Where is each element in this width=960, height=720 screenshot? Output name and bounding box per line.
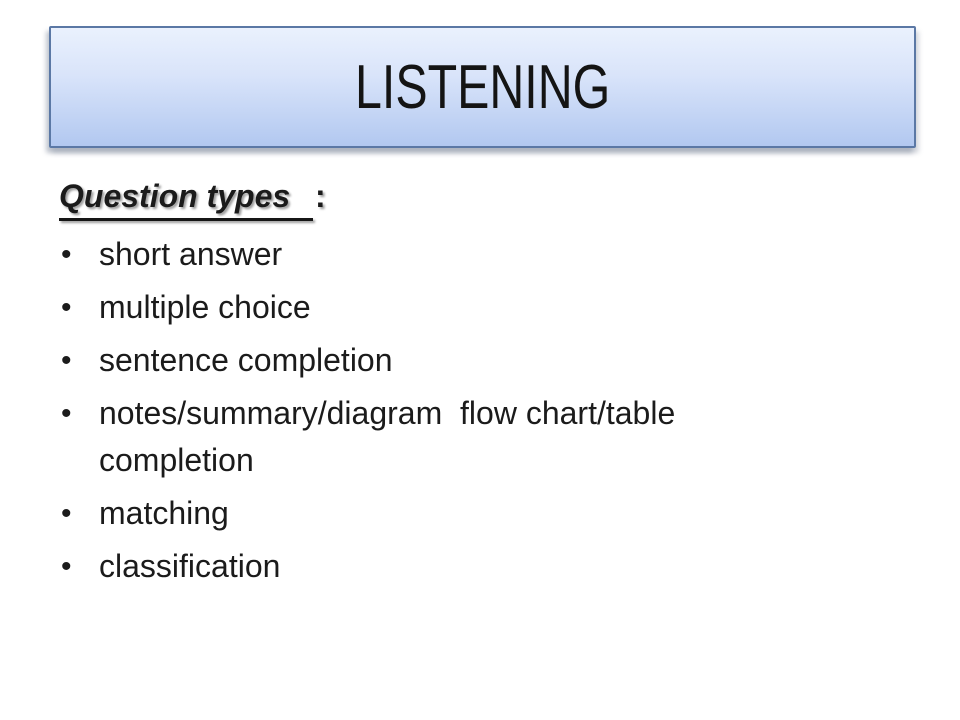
bullet-icon: • (61, 291, 72, 324)
list-item: • classification (59, 543, 930, 590)
title-banner: LISTENING (49, 26, 916, 148)
question-types-list: • short answer • multiple choice • sente… (59, 231, 930, 590)
slide-title: LISTENING (354, 52, 611, 122)
section-heading-separator: : (315, 178, 326, 214)
list-item-text: notes/summary/diagram flow chart/table c… (99, 390, 930, 484)
list-item: • short answer (59, 231, 930, 278)
section-heading-text: Question types (59, 176, 314, 221)
list-item-line: multiple choice (99, 289, 311, 325)
section-heading: Question types : (59, 176, 930, 221)
list-item: • sentence completion (59, 337, 930, 384)
slide-body: Question types : • short answer • multip… (59, 176, 930, 596)
list-item-line: sentence completion (99, 342, 393, 378)
list-item-line: short answer (99, 236, 283, 272)
list-item-line: completion (99, 442, 254, 478)
list-item-text: short answer (99, 231, 930, 278)
list-item: • matching (59, 490, 930, 537)
bullet-icon: • (61, 550, 72, 583)
list-item: • multiple choice (59, 284, 930, 331)
list-item-text: matching (99, 490, 930, 537)
list-item-text: sentence completion (99, 337, 930, 384)
list-item-text: multiple choice (99, 284, 930, 331)
list-item-line: classification (99, 548, 281, 584)
list-item-text: classification (99, 543, 930, 590)
bullet-icon: • (61, 397, 72, 430)
list-item-line: notes/summary/diagram flow chart/table (99, 395, 676, 431)
list-item: • notes/summary/diagram flow chart/table… (59, 390, 930, 484)
bullet-icon: • (61, 238, 72, 271)
bullet-icon: • (61, 497, 72, 530)
bullet-icon: • (61, 344, 72, 377)
list-item-line: matching (99, 495, 229, 531)
